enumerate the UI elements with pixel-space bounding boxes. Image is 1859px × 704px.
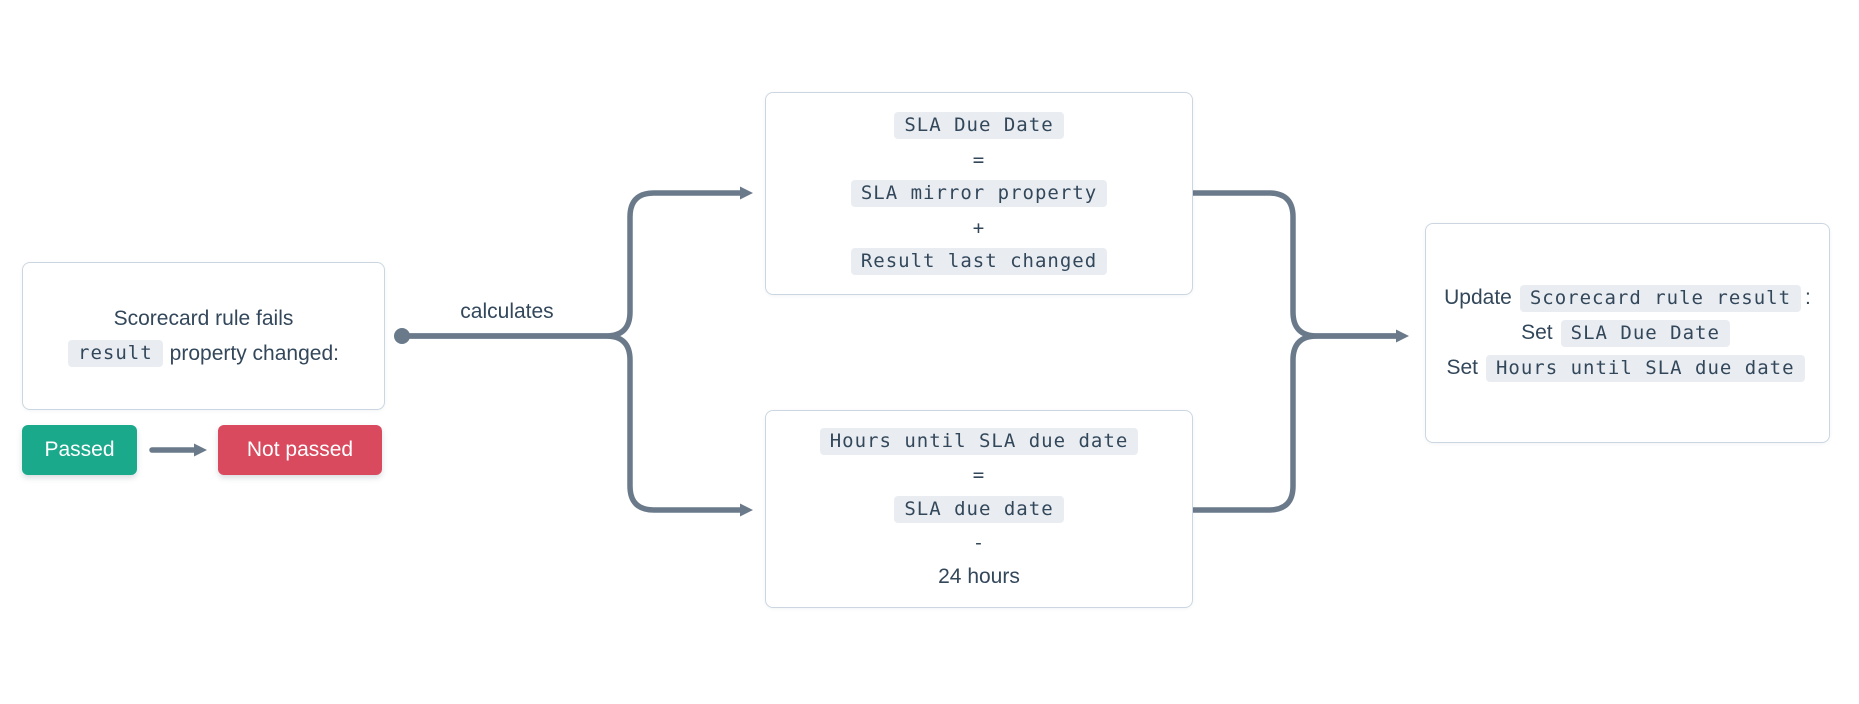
merge-bottom-connector: [1190, 329, 1409, 513]
set-prefix: Set: [1446, 356, 1478, 379]
update-suffix: :: [1805, 286, 1811, 309]
sla-due-date-calc-box: SLA Due Date = SLA mirror property + Res…: [765, 92, 1193, 295]
merge-top-connector: [1190, 190, 1401, 339]
sla-due-date-chip: SLA due date: [894, 495, 1064, 523]
set-sla-due-date-chip: SLA Due Date: [1560, 319, 1730, 347]
trigger-line2-text: property changed:: [169, 341, 339, 365]
result-last-changed-chip: Result last changed: [850, 248, 1108, 275]
passed-badge-label: Passed: [44, 438, 115, 461]
equals-operator: =: [972, 148, 986, 171]
set-hours-until-sla-chip: Hours until SLA due date: [1485, 354, 1805, 382]
scorecard-rule-result-chip: Scorecard rule result: [1519, 284, 1802, 312]
update-result-box: Update Scorecard rule result: Set SLA Due …: [1425, 223, 1830, 443]
edge-label-calculates: calculates: [460, 300, 554, 323]
hours-until-sla-due-date-chip: Hours until SLA due date: [819, 427, 1139, 455]
trigger-line1: Scorecard rule fails: [113, 306, 294, 330]
edge-origin-dot: [394, 328, 410, 344]
minus-operator: -: [972, 532, 986, 554]
set-prefix: Set: [1521, 321, 1553, 344]
sla-due-date-chip: SLA Due Date: [894, 112, 1064, 139]
sla-mirror-property-chip: SLA mirror property: [850, 180, 1108, 207]
not-passed-badge-label: Not passed: [246, 438, 354, 461]
update-prefix: Update: [1444, 286, 1512, 309]
passed-badge: Passed: [22, 425, 137, 475]
twenty-four-hours-text: 24 hours: [938, 565, 1020, 588]
plus-operator: +: [972, 216, 986, 239]
fork-up-connector: [399, 186, 753, 339]
hours-until-sla-calc-box: Hours until SLA due date = SLA due date …: [765, 410, 1193, 608]
result-property-chip: result: [68, 340, 163, 367]
equals-operator: =: [972, 464, 986, 486]
fork-down-connector: [399, 333, 753, 517]
not-passed-badge: Not passed: [218, 425, 382, 475]
